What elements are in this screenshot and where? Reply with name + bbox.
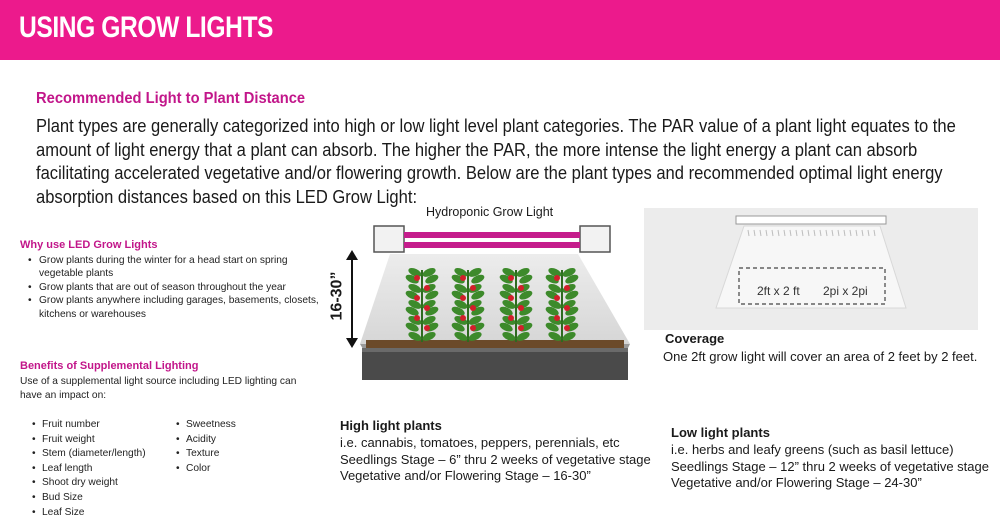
list-item: Bud Size <box>32 491 146 506</box>
high-light-plants: High light plants i.e. cannabis, tomatoe… <box>340 418 651 485</box>
hydroponic-diagram <box>346 225 630 380</box>
low-light-heading: Low light plants <box>671 425 770 440</box>
impact-list-col1: Fruit number Fruit weight Stem (diameter… <box>32 418 146 520</box>
low-light-plants: Low light plants i.e. herbs and leafy gr… <box>671 425 989 492</box>
list-item: Shoot dry weight <box>32 476 146 491</box>
high-light-examples: i.e. cannabis, tomatoes, peppers, perenn… <box>340 434 620 450</box>
list-item: Texture <box>176 447 236 462</box>
low-light-vegetative: Vegetative and/or Flowering Stage – 24-3… <box>671 475 922 491</box>
why-title: Why use LED Grow Lights <box>20 239 158 251</box>
list-item: Fruit number <box>32 418 146 433</box>
coverage-light-bar <box>735 215 887 225</box>
impact-list-col2: Sweetness Acidity Texture Color <box>176 418 236 476</box>
list-item: Leaf Size <box>32 506 146 521</box>
tray-soil <box>366 340 624 348</box>
benefits-title: Benefits of Supplemental Lighting <box>20 360 199 372</box>
list-item: Fruit weight <box>32 433 146 448</box>
tray-body <box>362 348 628 380</box>
plant <box>545 268 579 342</box>
banner-title: USING GROW LIGHTS <box>19 11 274 44</box>
high-light-seedlings: Seedlings Stage – 6” thru 2 weeks of veg… <box>340 451 651 467</box>
section-title: Recommended Light to Plant Distance <box>36 90 306 107</box>
coverage-text: One 2ft grow light will cover an area of… <box>663 349 978 364</box>
plant <box>405 268 439 342</box>
list-item: Grow plants that are out of season throu… <box>24 281 324 295</box>
why-list: Grow plants during the winter for a head… <box>24 254 324 321</box>
coverage-title: Coverage <box>665 331 725 346</box>
list-item: Leaf length <box>32 462 146 477</box>
diagram-caption: Hydroponic Grow Light <box>426 205 554 219</box>
fixture-end-left <box>373 225 405 253</box>
coverage-label-pi: 2pi x 2pi <box>823 284 868 298</box>
plants <box>405 268 579 342</box>
coverage-illustration <box>644 208 978 330</box>
list-item: Color <box>176 462 236 477</box>
coverage-cone <box>715 225 907 309</box>
coverage-label-ft: 2ft x 2 ft <box>757 284 800 298</box>
plant <box>499 268 533 342</box>
high-light-vegetative: Vegetative and/or Flowering Stage – 16-3… <box>340 468 591 484</box>
distance-label: 16-30” <box>328 271 346 321</box>
coverage-dashed-box <box>738 267 886 305</box>
fixture-end-right <box>579 225 611 253</box>
low-light-seedlings: Seedlings Stage – 12” thru 2 weeks of ve… <box>671 458 989 474</box>
light-tube-top <box>404 232 580 238</box>
benefits-description: Use of a supplemental light source inclu… <box>20 376 297 401</box>
list-item: Stem (diameter/length) <box>32 447 146 462</box>
list-item: Acidity <box>176 433 236 448</box>
header-banner: USING GROW LIGHTS <box>0 0 1000 60</box>
list-item: Grow plants anywhere including garages, … <box>24 294 324 321</box>
light-tube-bottom <box>404 242 580 248</box>
light-beam <box>360 254 630 344</box>
plant <box>451 268 485 342</box>
high-light-heading: High light plants <box>340 418 442 433</box>
list-item: Sweetness <box>176 418 236 433</box>
list-item: Grow plants during the winter for a head… <box>24 254 324 281</box>
intro-paragraph: Plant types are generally categorized in… <box>36 115 956 207</box>
low-light-examples: i.e. herbs and leafy greens (such as bas… <box>671 441 954 457</box>
